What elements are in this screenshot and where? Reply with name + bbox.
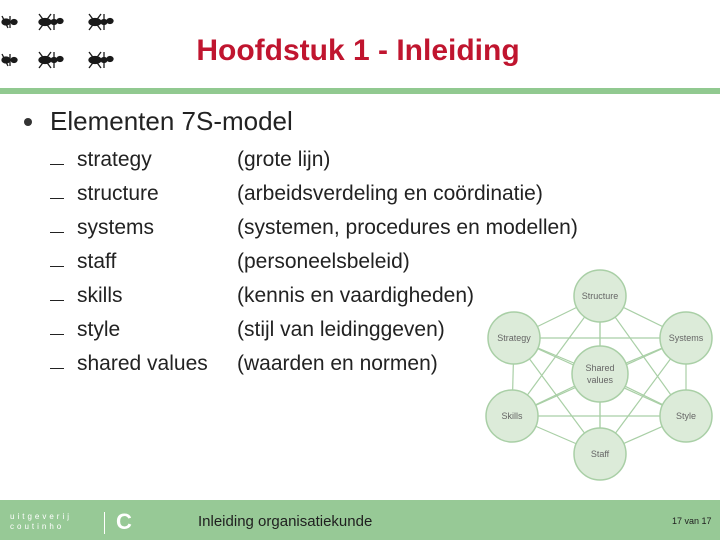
logo-letter: C bbox=[116, 509, 132, 534]
diagram-label-style: Style bbox=[676, 411, 696, 421]
slide-title: Hoofdstuk 1 - Inleiding bbox=[196, 34, 520, 67]
diagram-label-systems: Systems bbox=[669, 333, 704, 343]
diagram-node-strategy bbox=[487, 311, 541, 365]
list-item-term: structure bbox=[77, 182, 159, 205]
diagram-label-structure: Structure bbox=[582, 291, 619, 301]
list-item-description: (systemen, procedures en modellen) bbox=[237, 216, 578, 239]
diagram-label-skills: Skills bbox=[501, 411, 523, 421]
logo-separator bbox=[104, 512, 105, 534]
diagram-node-systems bbox=[659, 311, 713, 365]
dash-icon bbox=[50, 232, 64, 233]
list-item-term: strategy bbox=[77, 148, 152, 171]
diagram-node-style bbox=[659, 389, 713, 443]
diagram-label-shared: Shared bbox=[585, 363, 614, 373]
slide-header: Hoofdstuk 1 - Inleiding bbox=[0, 0, 720, 88]
list-item-description: (kennis en vaardigheden) bbox=[237, 284, 474, 307]
dash-icon bbox=[50, 198, 64, 199]
list-item-description: (grote lijn) bbox=[237, 148, 331, 171]
list-item-description: (waarden en normen) bbox=[237, 352, 438, 375]
diagram-node-shared-values bbox=[571, 345, 629, 403]
seven-s-diagram: Structure Strategy Systems Shared values… bbox=[485, 269, 713, 481]
dash-icon bbox=[50, 368, 64, 369]
dash-icon bbox=[50, 164, 64, 165]
diagram-label-staff: Staff bbox=[591, 449, 610, 459]
diagram-label-strategy: Strategy bbox=[497, 333, 531, 343]
list-item-description: (arbeidsverdeling en coördinatie) bbox=[237, 182, 543, 205]
list-item-description: (stijl van leidinggeven) bbox=[237, 318, 445, 341]
logo-line-1: uitgeverij bbox=[10, 512, 73, 521]
header-divider bbox=[0, 88, 720, 94]
dash-icon bbox=[50, 300, 64, 301]
slide-footer bbox=[0, 500, 720, 540]
logo-line-2: coutinho bbox=[10, 522, 65, 531]
bullet-dot-icon bbox=[24, 118, 32, 126]
ants-decoration-icon bbox=[1, 13, 114, 69]
list-item-term: staff bbox=[77, 250, 117, 273]
course-name: Inleiding organisatiekunde bbox=[198, 513, 373, 530]
list-item-term: systems bbox=[77, 216, 155, 239]
list-item-term: style bbox=[77, 318, 121, 341]
page-number: 17 van 17 bbox=[672, 516, 712, 526]
list-item-description: (personeelsbeleid) bbox=[237, 250, 410, 273]
list-item-term: skills bbox=[77, 284, 123, 307]
diagram-node-staff bbox=[573, 427, 627, 481]
dash-icon bbox=[50, 266, 64, 267]
diagram-node-structure bbox=[573, 269, 627, 323]
main-bullet: Elementen 7S-model bbox=[50, 106, 293, 136]
diagram-label-values: values bbox=[587, 375, 614, 385]
dash-icon bbox=[50, 334, 64, 335]
diagram-node-skills bbox=[485, 389, 539, 443]
list-item-term: shared values bbox=[77, 352, 208, 375]
